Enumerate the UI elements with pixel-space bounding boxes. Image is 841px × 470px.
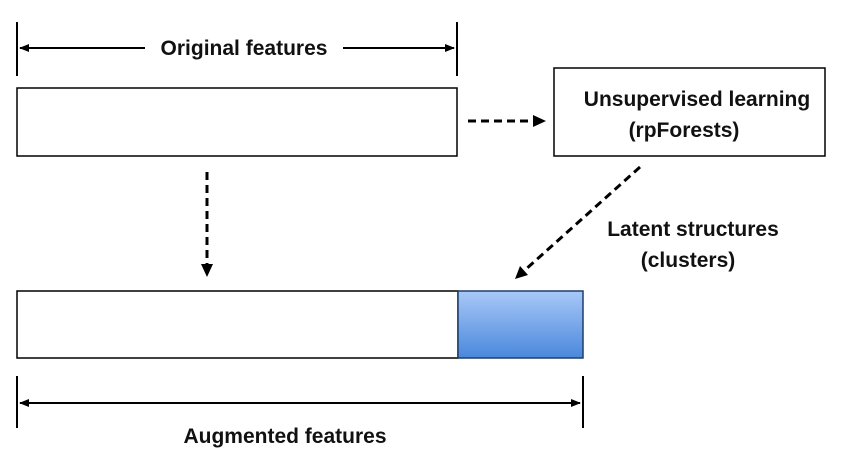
augmented-features-bar	[16, 290, 459, 359]
dashed-arrow-to-clusters-head	[515, 266, 528, 279]
original-features-span: Original features	[16, 22, 458, 76]
cluster-features-block	[457, 290, 584, 359]
rpforests-label: (rpForests)	[629, 119, 740, 142]
original-features-bar	[16, 87, 458, 157]
dashed-arrow-down-head	[201, 264, 213, 277]
unsupervised-learning-label: Unsupervised learning	[584, 88, 810, 111]
augmented-features-label: Augmented features	[183, 425, 386, 448]
latent-structures-label: Latent structures	[607, 218, 779, 241]
dashed-arrow-to-learning-head	[533, 115, 546, 127]
augmented-features-span	[16, 376, 584, 428]
original-features-label: Original features	[161, 37, 328, 60]
unsupervised-learning-box	[553, 67, 826, 157]
clusters-label: (clusters)	[641, 249, 736, 272]
